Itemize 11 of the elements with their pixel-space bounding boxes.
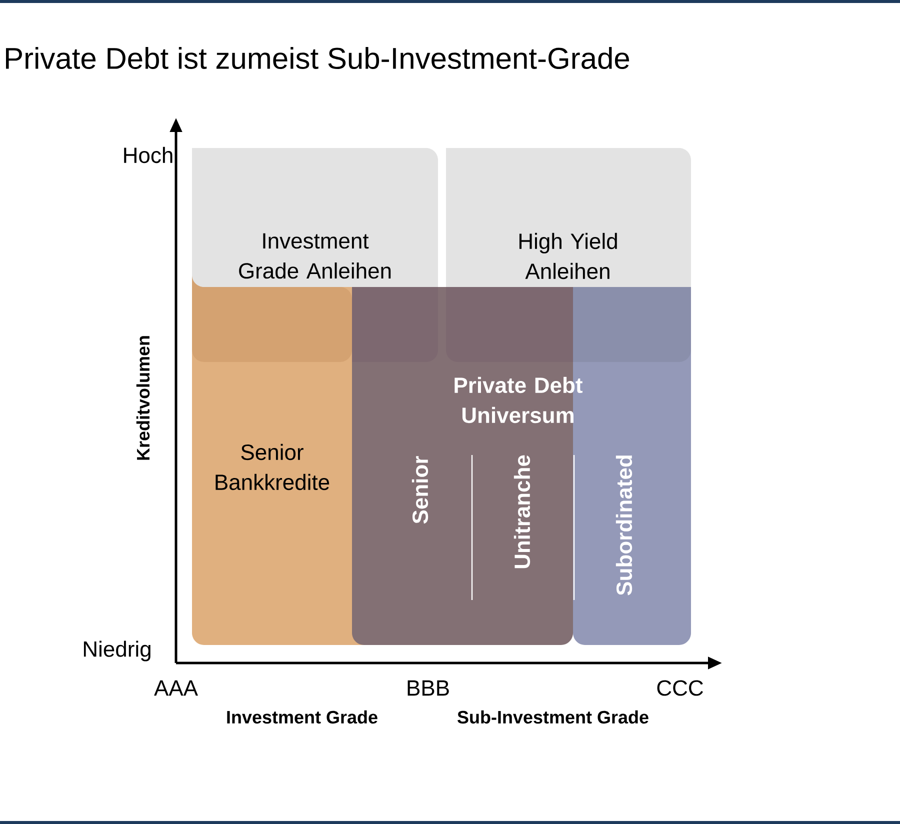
bond-box: High Yield Anleihen: [446, 148, 691, 287]
tick-label: BBB: [408, 680, 449, 696]
tick-label: AAA: [154, 680, 198, 696]
axis-label: Niedrig: [84, 640, 150, 662]
category-label: Sub-Investment Grade: [458, 710, 648, 724]
axis-title: Kreditvolumen: [136, 336, 150, 460]
title: Private Debt ist zumeist Sub-Investment-Grade: [6, 46, 630, 70]
bond-box: Investment Grade Anleihen: [192, 148, 438, 287]
segment-label: Unitranche: [514, 455, 530, 568]
tick-label: CCC: [657, 680, 703, 696]
category-label: Investment Grade: [227, 710, 378, 724]
